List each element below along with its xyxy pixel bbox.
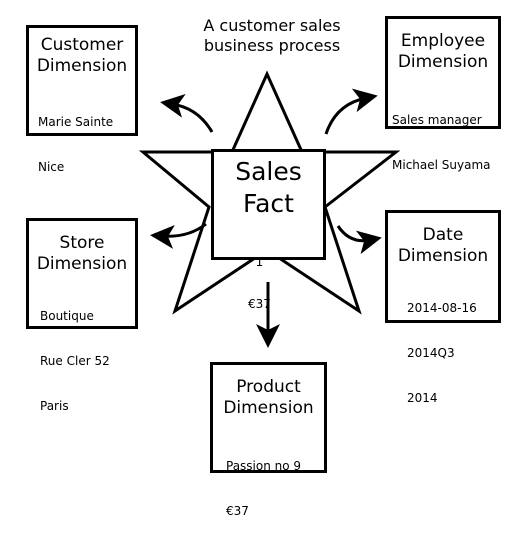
product-detail-line-1: Passion no 9 [226,459,302,473]
arrow-to-employee [324,88,378,135]
diagram-title: A customer sales business process [176,16,368,56]
customer-dimension-box: Customer Dimension Marie Sainte Nice [26,25,138,174]
store-dimension-box: Store Dimension Boutique Rue Cler 52 Par… [26,218,138,413]
product-dimension-details: Passion no 9 €37 [226,429,301,549]
customer-title-line-2: Dimension [36,56,128,76]
product-dimension-box: Product Dimension Passion no 9 €37 [210,362,327,518]
customer-detail-line-1: Marie Sainte [38,115,114,129]
sales-fact-detail-line-2: €37 [248,297,271,311]
date-title-line-1: Date [422,225,464,245]
arrow-to-store [150,222,207,249]
arrow-to-date [336,225,382,255]
date-detail-line-3: 2014 [407,391,438,405]
customer-detail-line-2: Nice [38,160,65,174]
date-detail-line-2: 2014Q3 [407,346,455,360]
employee-detail-line-1: Sales manager [392,113,482,127]
product-title-line-1: Product [236,377,301,397]
diagram-canvas: A customer sales business process Sales … [26,16,501,518]
employee-title-line-1: Employee [400,31,486,51]
product-detail-line-2: €37 [226,504,249,518]
store-dimension-details: Boutique Rue Cler 52 Paris [40,279,110,444]
date-dimension-title: Date Dimension [388,225,498,267]
sales-fact-detail-line-1: 1 [255,255,264,269]
employee-dimension-box: Employee Dimension Sales manager Michael… [385,16,501,172]
store-detail-line-1: Boutique [40,309,94,323]
store-dimension-title: Store Dimension [29,233,135,275]
product-title-line-2: Dimension [223,398,314,418]
customer-dimension-title: Customer Dimension [29,35,135,77]
product-dimension-title: Product Dimension [213,377,324,419]
store-title-line-2: Dimension [36,254,128,274]
store-detail-line-2: Rue Cler 52 [40,354,110,368]
customer-dimension-details: Marie Sainte Nice [38,85,113,205]
date-dimension-box: Date Dimension 2014-08-16 2014Q3 2014 [385,210,501,405]
customer-title-line-1: Customer [40,35,124,55]
employee-title-line-2: Dimension [397,52,489,72]
store-detail-line-3: Paris [40,399,69,413]
sales-fact-title: Sales Fact [214,156,323,220]
employee-dimension-details: Sales manager Michael Suyama [392,83,491,203]
date-title-line-2: Dimension [397,246,489,266]
date-dimension-details: 2014-08-16 2014Q3 2014 [407,271,477,436]
employee-detail-line-2: Michael Suyama [392,158,491,172]
date-detail-line-1: 2014-08-16 [407,301,477,315]
store-title-line-1: Store [59,233,105,253]
sales-fact-title-line-1: Sales [235,157,302,186]
sales-fact-box: Sales Fact 1 €37 [211,149,326,311]
sales-fact-details: 1 €37 [248,227,271,339]
employee-dimension-title: Employee Dimension [388,31,498,73]
arrow-to-customer [160,93,214,133]
diagram-title-line-1: A customer sales [203,16,341,35]
sales-fact-title-line-2: Fact [243,189,294,218]
diagram-title-line-2: business process [203,36,341,55]
